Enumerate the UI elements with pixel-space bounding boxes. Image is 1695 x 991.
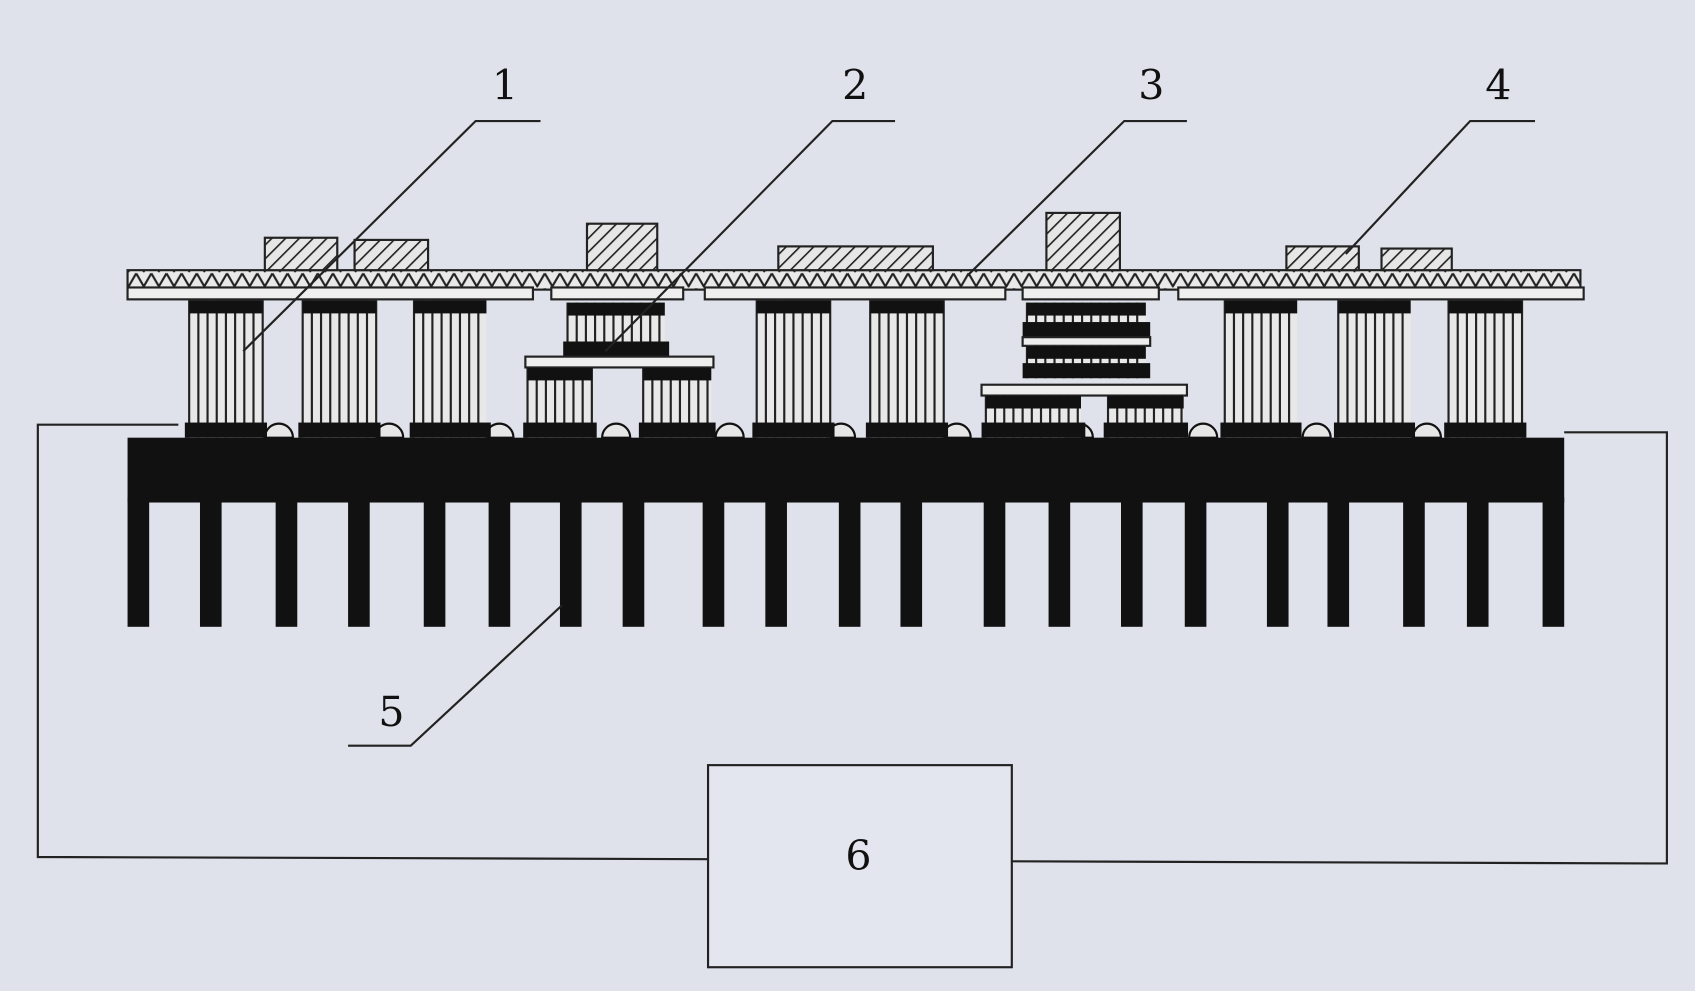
stack2-lower-top-pad [643,367,712,381]
heat-sink-fin [1466,497,1489,627]
heat-sink-fin [127,497,150,627]
chip [1285,245,1360,272]
stack2-plate [524,355,715,369]
heat-pipe-group-bottom-pad [1220,422,1302,438]
callout-5: 5 [378,688,404,736]
leader-line-1 [242,119,541,352]
heat-pipe-group-top-pad [1338,300,1411,314]
stack2-upper-bottom-pad [563,341,670,357]
solder-bump [1411,422,1443,439]
chip [353,238,430,272]
stack3-tier-top-pad [1026,302,1146,316]
leader-line-4 [1345,119,1536,255]
substrate-strip [1021,286,1160,301]
chip [777,245,934,272]
heat-pipe-group-top-pad [302,300,377,314]
heat-sink-fin [838,497,861,627]
solder-bump [263,422,295,439]
heat-pipe-group-top-pad [189,300,263,314]
heat-sink-fin [488,497,511,627]
heat-sink-fin [1542,497,1565,627]
heat-sink-base [127,437,1565,503]
leader-line-2 [604,119,896,352]
solder-bump [1301,422,1332,439]
heat-sink-fin [1327,497,1350,627]
stack3-tier-bottom-pad [1022,322,1151,338]
chip [1380,247,1453,272]
heat-sink-fin [1120,497,1143,627]
stack3-lower-bottom-pad [1103,422,1189,438]
heat-pipe-group-bottom-pad [1333,422,1416,438]
control-unit-box [706,764,1013,969]
heat-pipe-group-top-pad [1448,300,1523,314]
callout-3: 3 [1138,61,1164,109]
stack3-tier-bottom-pad [1022,363,1151,379]
chip [1045,211,1121,272]
heat-sink-fin [559,497,582,627]
callout-4: 4 [1485,61,1511,109]
stack2-lower-top-pad [527,367,593,381]
substrate-strip [1177,286,1585,301]
leader-line-5 [348,604,563,747]
heat-sink [127,422,1565,627]
solder-bump [1188,422,1219,439]
chip [263,236,339,272]
heat-pipe-group-bottom-pad [752,422,835,438]
heat-pipe-group-top-pad [870,300,944,314]
heat-sink-fin [622,497,645,627]
heat-pipe-group-bottom-pad [1444,422,1527,438]
substrate-strips [126,286,1585,301]
heat-sink-fin [702,497,725,627]
chip [585,222,659,272]
substrate-strip [126,286,535,301]
substrate-strip [550,286,685,301]
heat-pipe-group-top-pad [756,300,831,314]
heat-sink-fin [423,497,446,627]
heat-pipe-group-bottom-pad [409,422,491,438]
callout-6: 6 [845,832,871,880]
stack3-plate [1021,336,1152,347]
heat-sink-fin [1048,497,1071,627]
stack2-upper-top-pad [567,302,665,316]
heat-pipe-group-bottom-pad [865,422,949,438]
callout-1: 1 [492,61,518,109]
stack3-lower-top-pad [985,395,1081,409]
chips [263,211,1453,272]
heat-pipe-group-bottom-pad [298,422,381,438]
leader-line-3 [966,119,1187,277]
solder-bump [714,422,745,439]
stack3-lower-top-pad [1108,395,1184,409]
stack3-plate [980,383,1189,397]
control-loop-wire [36,423,1668,865]
stacked-modules [523,302,1189,438]
heat-sink-fin [900,497,923,627]
heat-sink-fin [348,497,370,627]
heat-sink-fin [1184,497,1207,627]
solder-bump [601,422,632,439]
heat-pipe-group-bottom-pad [184,422,268,438]
heat-sink-fin [1403,497,1425,627]
heat-pipe-groups [184,300,1527,438]
heat-pipe-group-top-pad [1224,300,1298,314]
substrate-strip [703,286,1007,301]
heat-sink-fin [275,497,298,627]
stack3-lower-bottom-pad [981,422,1086,438]
heat-sink-fin [199,497,222,627]
heat-sink-fin [983,497,1006,627]
stack2-lower-bottom-pad [523,422,597,438]
heat-pipe-group-top-pad [414,300,487,314]
stack3-tier-top-pad [1026,345,1146,359]
stack2-lower-bottom-pad [638,422,716,438]
heat-sink-fin [765,497,787,627]
heat-sink-fin [1266,497,1289,627]
callout-2: 2 [842,61,868,109]
